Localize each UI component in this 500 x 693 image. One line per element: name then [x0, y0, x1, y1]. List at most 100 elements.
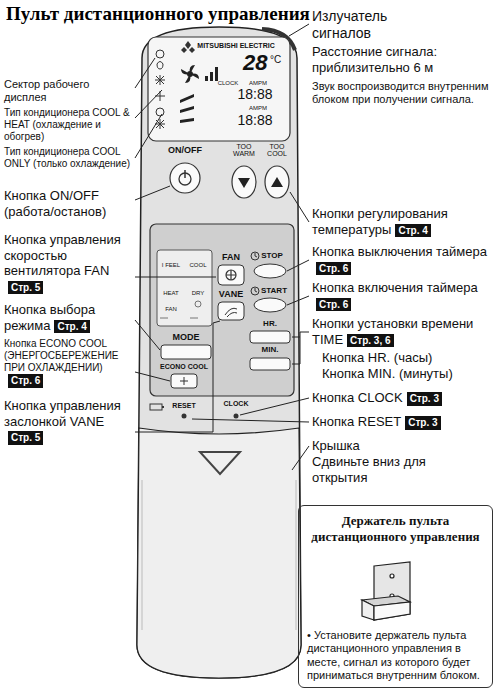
remote-illustration-part: [155, 75, 165, 85]
button-marking: TOO COOL: [267, 143, 287, 157]
button-marking: COOL: [189, 262, 206, 268]
remote-illustration-part: [215, 67, 218, 81]
box-note: • Установите держатель пульта дистанцион…: [307, 629, 484, 682]
leader-line: [135, 320, 160, 350]
callout-label: Кнопка выключения таймераСтр. 6: [312, 244, 496, 275]
remote-marking: MODE: [173, 333, 200, 342]
remote-illustration-part: [184, 170, 186, 178]
callout-label: Кнопка RESET Стр. 3: [312, 414, 441, 430]
callout-label: Кнопка ON/OFF (работа/останов): [4, 188, 132, 219]
remote-illustration-part: [160, 318, 198, 319]
callout-label: Кнопка управления заслонкой VANE Стр. 5: [4, 398, 132, 445]
callout-text: Кнопка CLOCK: [312, 390, 403, 405]
callout-text: Тип кондиционера COOL & HEAT (охлаждение…: [4, 107, 130, 142]
callout-text: Кнопка управления заслонкой VANE: [4, 398, 121, 429]
time-bracket: [292, 337, 300, 338]
remote-illustration-part: [190, 65, 195, 74]
button-marking: FAN: [222, 252, 240, 262]
button-marking: 18:88: [237, 112, 272, 128]
remote-illustration-part: [200, 452, 240, 474]
remote-illustration-part: [171, 374, 197, 388]
page-reference: Стр. 3, 6: [347, 334, 393, 348]
remote-illustration-part: [296, 480, 297, 630]
remote-marking: FAN: [222, 253, 240, 262]
button-marking: AMPM: [249, 80, 267, 86]
remote-marking: COOL: [189, 262, 206, 268]
remote-illustration-part: [161, 345, 211, 359]
remote-marking: ON/OFF: [168, 146, 202, 155]
callout-label: Звук воспроизводится внутренним блоком п…: [312, 80, 496, 106]
remote-illustration-part: [180, 118, 194, 123]
leader-line: [290, 192, 309, 222]
callout-text: Кнопка MIN. (минуты): [322, 366, 453, 381]
remote-marking: HR.: [263, 320, 277, 328]
callout-text: Сектор рабочего дисплея: [4, 78, 89, 103]
remote-illustration-part: [156, 108, 164, 116]
leader-line: [287, 296, 309, 305]
callout-text: Кнопка RESET: [312, 414, 401, 429]
remote-illustration-part: [137, 428, 301, 678]
page-reference: Стр. 4: [54, 320, 89, 334]
page-reference: Стр. 3: [405, 416, 440, 430]
remote-illustration-part: [255, 288, 257, 292]
callout-label: Кнопка HR. (часы): [322, 350, 432, 366]
remote-illustration-part: [157, 62, 163, 70]
leader-line: [135, 321, 220, 432]
button-marking: VANE: [219, 289, 243, 299]
remote-marking: CLOCK: [218, 80, 239, 86]
leader-line: [240, 398, 309, 415]
remote-marking: 28: [243, 51, 267, 74]
leader-line: [135, 372, 170, 381]
button-marking: MIN.: [262, 345, 279, 354]
remote-body: [137, 27, 301, 678]
remote-illustration-part: [155, 119, 165, 129]
remote-illustration-part: [254, 264, 286, 278]
callout-label: Кнопка включения таймераСтр. 6: [312, 280, 496, 311]
page-reference: Стр. 4: [395, 224, 430, 238]
page-reference: Стр. 6: [316, 298, 351, 312]
lower-panel: [150, 224, 294, 396]
remote-marking: °C: [270, 54, 281, 66]
remote-marking: TOO COOL: [262, 143, 292, 158]
callout-label: Тип кондиционера COOL ONLY (только охлаж…: [4, 146, 132, 170]
remote-illustration-part: [189, 47, 195, 53]
remote-illustration-part: [142, 480, 296, 630]
callout-text: Кнопка HR. (часы): [322, 350, 432, 365]
remote-marking: HEAT: [163, 290, 179, 296]
remote-marking: I FEEL: [162, 262, 180, 268]
remote-marking: AMPM: [249, 80, 267, 86]
remote-marking: MIN.: [262, 346, 279, 354]
button-marking: HR.: [263, 319, 277, 328]
remote-illustration-part: [156, 50, 164, 58]
callout-label: Кнопка CLOCKСтр. 3: [312, 390, 442, 406]
button-marking: START: [261, 286, 287, 295]
holder-drawing: [362, 562, 410, 620]
remote-illustration-part: [185, 74, 190, 83]
page-reference: Стр. 5: [8, 431, 43, 445]
callout-label: Сектор рабочего дисплея: [4, 78, 132, 104]
button-marking: CLOCK: [218, 80, 239, 86]
remote-marking: ECONO COOL: [160, 363, 208, 370]
callout-label: Кнопки установки времени TIMEСтр. 3, 6: [312, 316, 496, 347]
callout-text: Кнопка управления скоростью вентилятора …: [4, 232, 121, 278]
callout-label: Кнопки регулирования температурыСтр. 4: [312, 206, 496, 237]
remote-marking: VANE: [219, 290, 243, 299]
callout-text: Звук воспроизводится внутренним блоком п…: [312, 80, 488, 105]
remote-illustration-part: [190, 74, 199, 79]
remote-marking: MITSUBISHI ELECTRIC: [197, 42, 274, 49]
callout-label: Крышка: [312, 438, 360, 454]
remote-marking: 18:88: [237, 113, 272, 128]
leader-line: [135, 90, 162, 118]
button-marking: AMPM: [249, 105, 267, 111]
leader-line: [287, 260, 309, 271]
holder-box: Держатель пульта дистанционного управлен…: [298, 505, 493, 688]
button-marking: I FEEL: [162, 262, 180, 268]
remote-illustration-part: [210, 72, 213, 81]
box-heading: Держатель пульта дистанционного управлен…: [299, 506, 492, 544]
callout-label: Кнопка MIN. (минуты): [322, 366, 453, 382]
remote-marking: RESET: [172, 402, 195, 409]
remote-illustration-part: [181, 69, 190, 74]
callout-label: Тип кондиционера COOL & HEAT (охлаждение…: [4, 107, 132, 143]
diagram-title: Пульт дистанционного управления: [6, 3, 310, 25]
